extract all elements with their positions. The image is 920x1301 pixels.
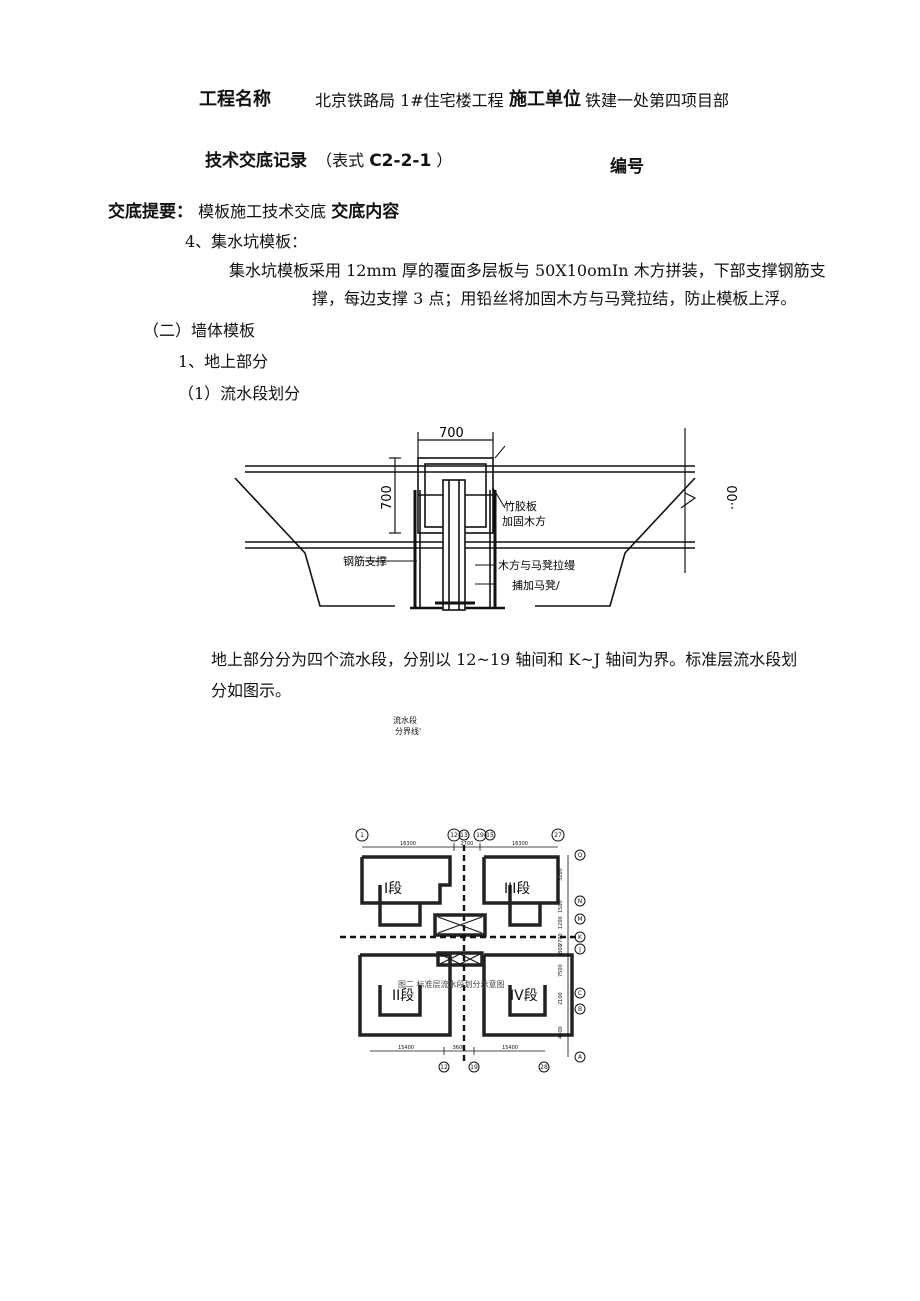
elevator-crosses: [437, 916, 483, 965]
boundary-label-line2: 分界线': [395, 727, 422, 736]
boundary-label-line1: 流水段: [393, 716, 417, 725]
segment-label-4: IV段: [510, 988, 538, 1004]
axis-label-right-Q: Q: [578, 852, 583, 859]
axis-label-top-12: 12: [450, 832, 458, 839]
axis-bubble-top-19: [473, 828, 487, 842]
segment-label-1: I段: [384, 881, 402, 897]
axis-bubble-bottom-19: [468, 1061, 480, 1073]
axis-label-bottom-19: 19: [470, 1064, 478, 1071]
number-label: 编号: [610, 157, 644, 177]
para-line2: 分如图示。: [211, 681, 292, 700]
dim-top-mid: 2700: [461, 841, 474, 847]
axis-bubble-top-27: [551, 828, 565, 842]
form-prefix: （表式: [316, 151, 365, 170]
axis-label-right-M: M: [577, 916, 582, 923]
dim-top-text: 700: [439, 426, 464, 441]
section2-title: （二）墙体模板: [143, 321, 256, 340]
project-name-label: 工程名称: [199, 89, 271, 110]
label-stool: 捕加马凳/: [512, 578, 560, 592]
record-title-line: 技术交底记录 （表式 C2-2-1 ）: [205, 146, 452, 171]
dim-right-3: 2700: [558, 933, 564, 946]
axis-bubble-bottom-28: [538, 1061, 550, 1073]
formwork-box: [417, 457, 494, 611]
plan-caption: 图二 标准层流水段划分示意图: [398, 979, 505, 989]
segment-label-3: III段: [504, 881, 530, 897]
project-name-value: 北京铁路局 1#住宅楼工程: [315, 91, 504, 110]
dimension-lines: [389, 428, 697, 573]
dim-right-2: 1200: [558, 916, 564, 929]
axis-label-right-J: J: [578, 946, 581, 953]
axis-bubble-top-13: [458, 829, 470, 841]
axis-bubble-right-A: [574, 1051, 586, 1063]
label-tie: 木方与马凳拉缦: [498, 558, 575, 572]
dim-bottom-right: 15400: [502, 1045, 518, 1051]
dim-right-5: 7500: [558, 964, 564, 977]
axis-label-right-A: A: [578, 1054, 583, 1061]
content-label: 交底内容: [331, 202, 400, 222]
axis-bubble-right-B: [574, 1003, 586, 1015]
item4-title: 4、集水坑模板：: [185, 232, 308, 251]
axis-label-right-C: C: [578, 990, 582, 997]
axis-label-top-13: 13: [460, 832, 468, 839]
record-title: 技术交底记录: [205, 151, 307, 171]
segment-boundary-lines: [340, 845, 580, 1065]
axis-bubble-right-Q: [574, 849, 586, 861]
axis-label-right-N: N: [578, 898, 583, 905]
axis-bubble-top-15: [484, 829, 496, 841]
axis-label-top-27: 27: [554, 832, 562, 839]
dim-right-4: 1800: [558, 944, 564, 957]
para-line1: 地上部分分为四个流水段，分别以 12~19 轴间和 K~J 轴间为界。标准层流水…: [211, 650, 798, 669]
summary-line: 交底提要： 模板施工技术交底 交底内容: [108, 197, 399, 222]
axis-bubble-top-12: [447, 828, 461, 842]
item4-text-line2: 撑，每边支撑 3 点；用铅丝将加固木方与马凳拉结，防止模板上浮。: [312, 289, 797, 308]
axis-bubble-top-1: [355, 828, 369, 842]
form-suffix: ）: [436, 151, 453, 170]
label-board: 竹胶板: [504, 499, 537, 513]
plan-walls: [358, 855, 574, 1037]
axis-label-bottom-28: 28: [540, 1064, 548, 1071]
construction-unit-label: 施工单位: [509, 89, 581, 110]
axis-label-bottom-12: 12: [440, 1064, 448, 1071]
dim-right-7: 4500: [558, 1026, 564, 1039]
sub1-1-title: （1）流水段划分: [178, 384, 301, 403]
dim-left-text: 700: [380, 485, 395, 510]
floor-plan-figure: 1 12 13 19 15 27 16300 2700 16300: [340, 828, 586, 1073]
dim-right-0: 3200: [558, 868, 564, 881]
axis-label-right-K: K: [578, 934, 583, 941]
dim-bottom-mid: 3600: [453, 1045, 466, 1051]
summary-label: 交底提要：: [108, 202, 193, 222]
axis-bubble-right-C: [574, 987, 586, 999]
item4-text-line1: 集水坑模板采用 12mm 厚的覆面多层板与 50X10omIn 木方拼装，下部支…: [229, 261, 826, 280]
dim-right-6: 2100: [558, 992, 564, 1005]
axis-label-top-1: 1: [360, 832, 364, 839]
axis-bubble-right-K: [574, 931, 586, 943]
axis-bubble-right-J: [574, 943, 586, 955]
axis-bubble-right-M: [574, 913, 586, 925]
summary-value: 模板施工技术交底: [198, 202, 327, 221]
form-code: C2-2-1: [369, 151, 432, 171]
dim-top-left: 16300: [400, 841, 416, 847]
dim-right-text: ··00: [726, 485, 741, 510]
label-rebar-support: 钢筋支撑: [343, 554, 387, 568]
dim-top-right: 16300: [512, 841, 528, 847]
axis-bubble-bottom-12: [438, 1061, 450, 1073]
segment-label-2: II段: [392, 988, 414, 1004]
axis-label-right-B: B: [578, 1006, 582, 1013]
dim-right-1: 1500: [558, 900, 564, 913]
sump-pit-formwork-figure: 700 700 ··00 竹胶板 加固木方 钢筋支撑 木方与马凳拉缦 捕加马凳/: [234, 426, 741, 611]
slab-lines: [234, 465, 696, 610]
sub1-title: 1、地上部分: [178, 352, 269, 371]
label-timber: 加固木方: [502, 514, 546, 528]
construction-unit-value: 铁建一处第四项目部: [585, 91, 730, 110]
axis-bubble-right-N: [574, 895, 586, 907]
axis-label-top-19: 19: [476, 832, 484, 839]
axis-label-top-15: 15: [486, 832, 494, 839]
dim-bottom-left: 15400: [398, 1045, 414, 1051]
leader-lines: [365, 445, 506, 585]
